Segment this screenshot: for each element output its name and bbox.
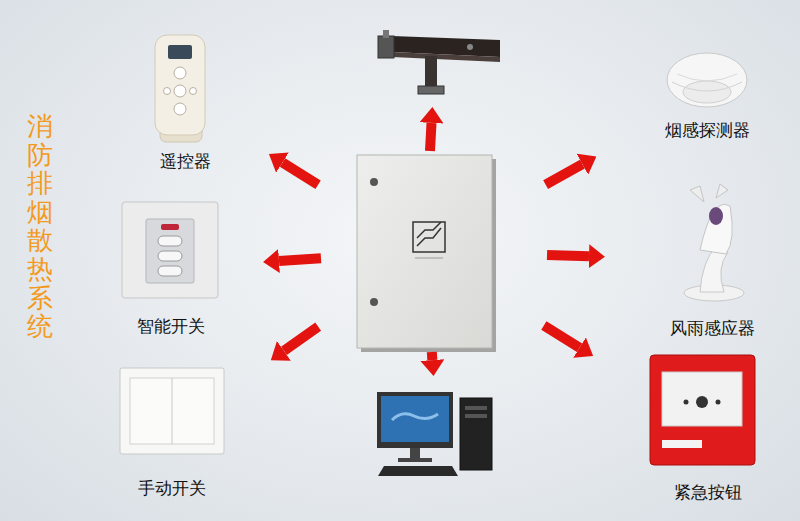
device-label: 智能开关: [137, 316, 205, 336]
red-arrow: [279, 258, 321, 261]
red-arrow: [427, 352, 438, 360]
smoke-detector-picture: [667, 53, 747, 107]
device-node: [370, 380, 505, 482]
device-node: 烟感探测器: [650, 48, 765, 142]
vertical-title: 消防排烟散热系统: [27, 112, 53, 341]
device-label: 紧急按钮: [674, 482, 742, 502]
device-label: 风雨感应器: [670, 318, 755, 338]
device-label: 手动开关: [138, 478, 206, 498]
red-arrow: [547, 255, 589, 256]
smart-switch-picture: [122, 202, 218, 298]
computer-picture: [377, 392, 492, 476]
red-arrow: [544, 326, 580, 348]
actuator-picture: [378, 30, 500, 94]
device-label: 遥控器: [160, 151, 211, 171]
device-node: 紧急按钮: [645, 350, 770, 504]
device-node: 遥控器: [140, 30, 230, 173]
control-cabinet-picture: [357, 155, 496, 352]
device-node: [357, 155, 492, 348]
red-arrow: [430, 123, 432, 151]
device-label: 烟感探测器: [665, 120, 750, 140]
wind-rain-sensor-picture: [684, 184, 744, 301]
red-arrow: [546, 164, 583, 184]
device-node: 智能开关: [115, 198, 227, 338]
red-arrow: [284, 327, 318, 351]
device-node: [370, 15, 500, 103]
remote-picture: [155, 35, 205, 142]
emergency-button-picture: [650, 355, 755, 465]
device-node: 手动开关: [112, 360, 232, 500]
red-arrow: [282, 163, 318, 185]
device-node: 风雨感应器: [660, 180, 765, 340]
manual-switch-picture: [120, 368, 224, 454]
